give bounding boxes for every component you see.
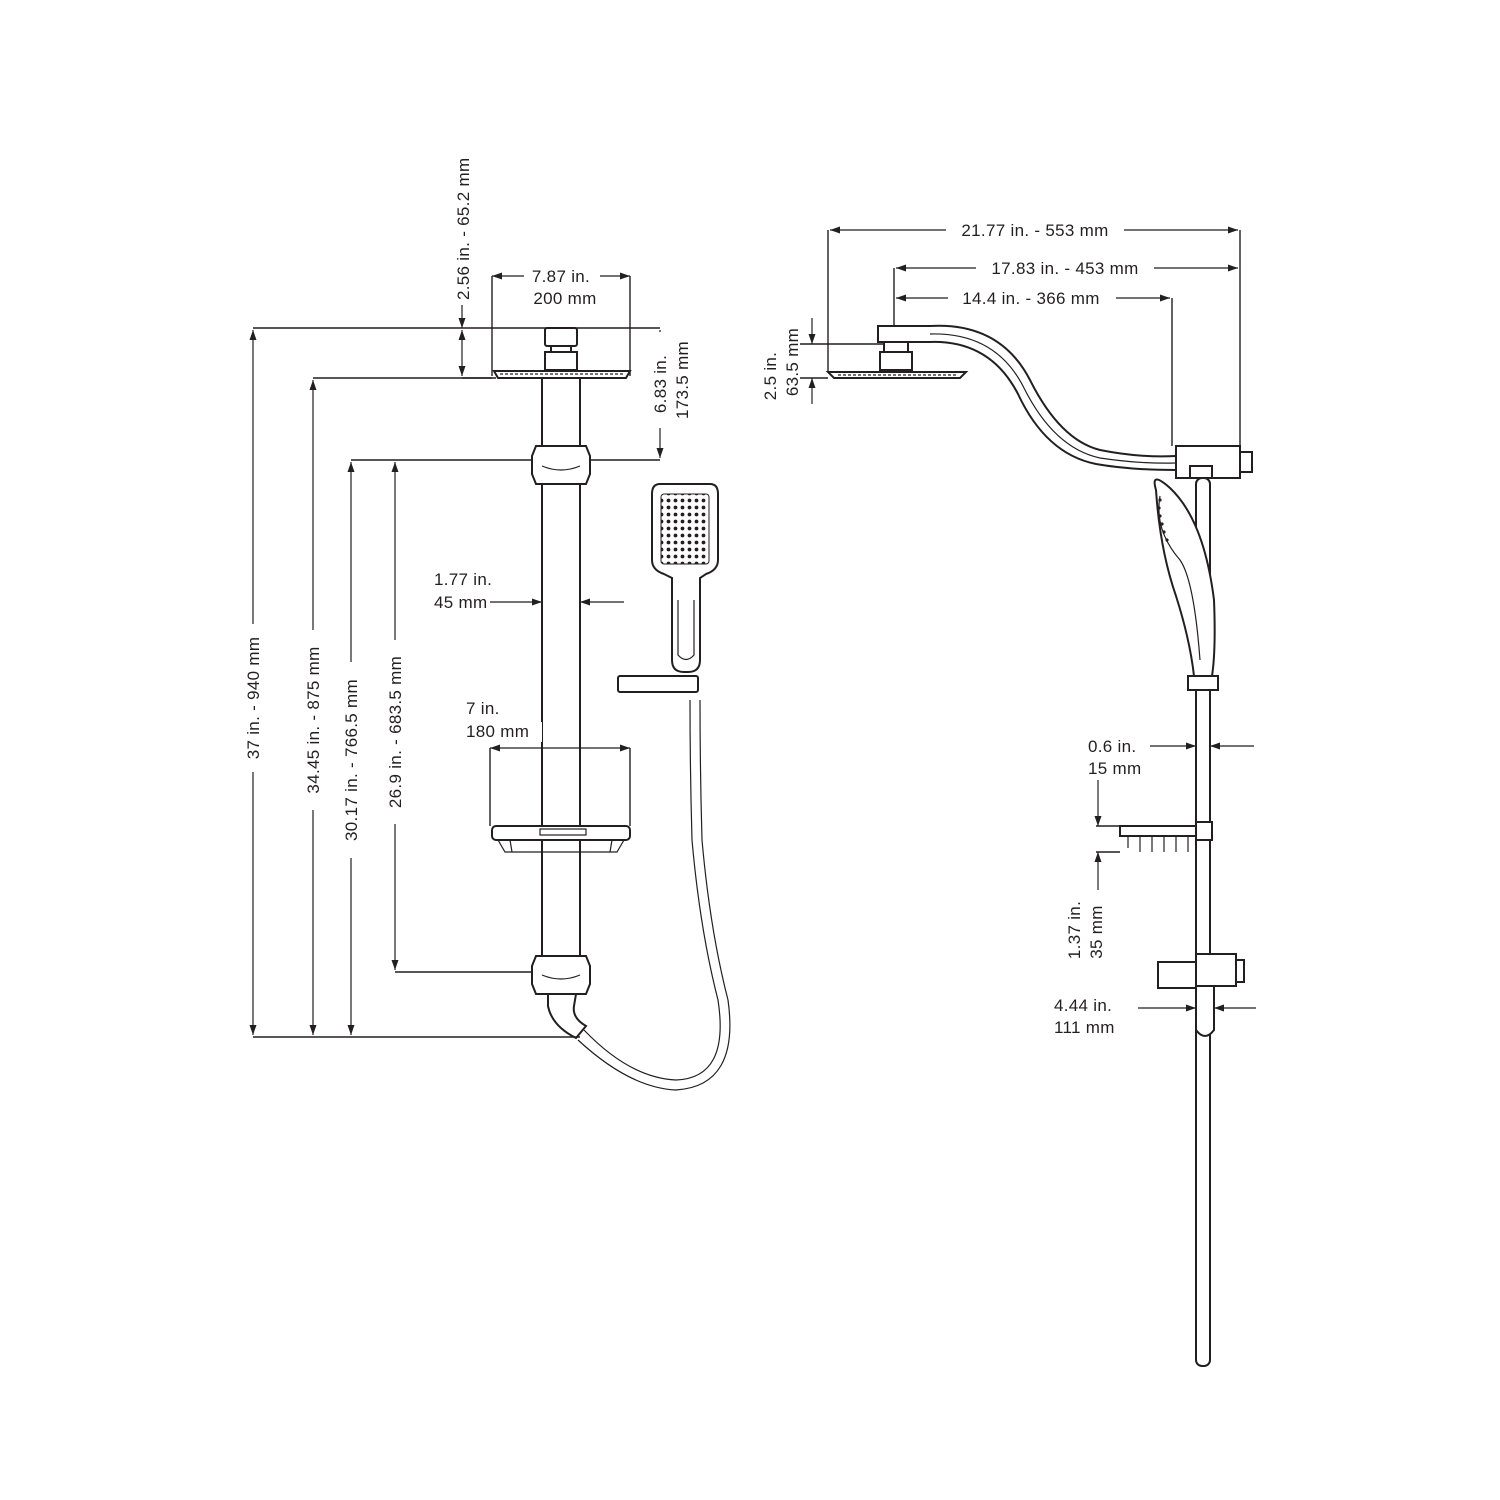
front-bar-width-mm-label: 45 mm bbox=[434, 593, 487, 612]
front-head-to-bottom-label: 34.45 in. - 875 mm bbox=[304, 646, 323, 793]
front-view: 2.56 in. - 65.2 mm 7.87 in. 200 mm 6.83 … bbox=[243, 130, 731, 1091]
side-shelf-height-in-label: 1.37 in. bbox=[1065, 901, 1084, 959]
front-shelf-width-mm-label: 180 mm bbox=[466, 722, 529, 741]
handheld-shower bbox=[651, 483, 719, 673]
front-shelf-width-in-label: 7 in. bbox=[466, 699, 500, 718]
front-head-width-mm-label: 200 mm bbox=[533, 289, 596, 308]
handheld-holder bbox=[617, 675, 699, 693]
side-total-reach-label: 21.77 in. - 553 mm bbox=[961, 221, 1108, 240]
rain-head-profile bbox=[825, 371, 969, 379]
curved-shower-arm bbox=[877, 324, 1177, 472]
side-bracket-depth-in-label: 4.44 in. bbox=[1054, 996, 1112, 1015]
side-head-offset-label: 14.4 in. - 366 mm bbox=[962, 289, 1099, 308]
front-total-height-label: 37 in. - 940 mm bbox=[244, 637, 263, 760]
rain-shower-head bbox=[492, 327, 632, 379]
front-head-width-in-label: 7.87 in. bbox=[532, 267, 590, 286]
side-head-thickness-mm-label: 63.5 mm bbox=[783, 328, 802, 396]
side-soap-shelf bbox=[1119, 821, 1213, 852]
spray-nozzles bbox=[1157, 498, 1169, 542]
lower-wall-bracket bbox=[531, 955, 591, 995]
hose-elbow bbox=[547, 993, 588, 1040]
front-arm-drop-mm-label: 173.5 mm bbox=[673, 341, 692, 419]
side-arm-reach-label: 17.83 in. - 453 mm bbox=[991, 259, 1138, 278]
side-lower-bracket bbox=[1157, 953, 1245, 1037]
upper-wall-bracket bbox=[531, 445, 591, 485]
side-slide-bar bbox=[1195, 477, 1211, 1367]
shower-hose bbox=[583, 699, 721, 1081]
wall-mount-block bbox=[1175, 445, 1253, 479]
soap-shelf bbox=[491, 825, 631, 853]
side-shelf-height-mm-label: 35 mm bbox=[1087, 905, 1106, 958]
front-head-height-label: 2.56 in. - 65.2 mm bbox=[454, 158, 473, 300]
side-bar-depth-in-label: 0.6 in. bbox=[1088, 737, 1136, 756]
front-bracket-spacing-label: 26.9 in. - 683.5 mm bbox=[386, 656, 405, 808]
side-view: 21.77 in. - 553 mm 17.83 in. - 453 mm 14… bbox=[761, 221, 1256, 1367]
side-bar-depth-mm-label: 15 mm bbox=[1088, 759, 1141, 778]
side-handheld-shower bbox=[1153, 478, 1216, 677]
side-head-thickness-in-label: 2.5 in. bbox=[761, 352, 780, 400]
side-bracket-depth-mm-label: 111 mm bbox=[1054, 1018, 1115, 1037]
front-bar-width-in-label: 1.77 in. bbox=[434, 570, 492, 589]
front-arm-drop-in-label: 6.83 in. bbox=[651, 355, 670, 413]
front-bracket-to-bottom-label: 30.17 in. - 766.5 mm bbox=[342, 679, 361, 841]
